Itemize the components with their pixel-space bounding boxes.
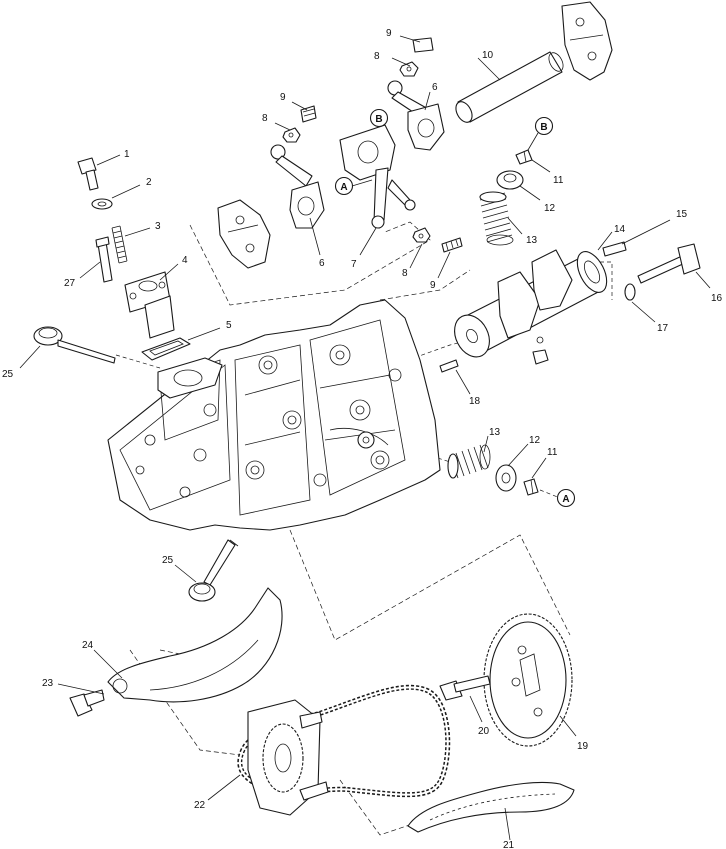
cam-sprocket — [483, 613, 573, 747]
tensioner-bolt-27 — [95, 236, 113, 283]
reference-marker-a-2: A — [556, 488, 576, 508]
valve-lower — [188, 539, 239, 602]
cam-cap-right — [561, 1, 613, 81]
rocker-arm-center — [339, 124, 416, 229]
adjuster-screw-9-top — [412, 37, 434, 53]
callout-9-left: 9 — [280, 92, 286, 103]
callout-15: 15 — [676, 209, 688, 220]
valve-spring-13-lower — [447, 444, 491, 479]
cylinder-head — [107, 299, 441, 531]
callout-12-lower: 12 — [529, 435, 541, 446]
callout-7: 7 — [351, 259, 357, 270]
callout-20: 20 — [478, 726, 490, 737]
chain-guide-24 — [107, 587, 283, 703]
chain-tensioner — [124, 271, 175, 339]
callout-19: 19 — [577, 741, 589, 752]
tensioner-spring-3 — [111, 225, 128, 264]
rocker-shaft — [455, 51, 564, 123]
guide-bolt-23 — [69, 689, 105, 717]
camshaft — [454, 249, 608, 358]
callout-labels: 1 2 3 4 5 6 6 7 8 8 8 9 9 9 10 11 11 12 … — [2, 28, 723, 849]
callout-14: 14 — [614, 224, 626, 235]
callout-22: 22 — [194, 800, 206, 811]
callout-2: 2 — [146, 177, 152, 188]
callout-9-top: 9 — [386, 28, 392, 39]
cam-cap-left — [217, 199, 271, 269]
callout-18: 18 — [469, 396, 481, 407]
callout-13-upper: 13 — [526, 235, 538, 246]
reference-marker-b-1: B — [369, 108, 389, 128]
callout-6-left: 6 — [319, 258, 325, 269]
callout-25-upper: 25 — [2, 369, 14, 380]
bolt-16 — [637, 243, 701, 284]
callout-13-lower: 13 — [489, 427, 501, 438]
lock-nut-8-left — [282, 127, 301, 143]
callout-8-left: 8 — [262, 113, 268, 124]
callout-3: 3 — [155, 221, 161, 232]
adjuster-screw-9-center — [441, 237, 463, 253]
callout-4: 4 — [182, 255, 188, 266]
sealing-washer-2 — [91, 198, 113, 210]
marker-letter: B — [375, 114, 382, 125]
spring-retainer-12-lower — [495, 464, 517, 492]
reference-marker-b-2: B — [527, 116, 554, 151]
valve-spring-13-upper — [479, 191, 514, 246]
dowel-pin-15 — [602, 241, 627, 257]
callout-11-lower: 11 — [547, 447, 558, 458]
callout-12-upper: 12 — [544, 203, 556, 214]
leader-lines — [19, 35, 711, 841]
marker-letter: B — [540, 122, 547, 133]
rocker-arm-upper — [387, 80, 445, 151]
marker-letter: A — [562, 494, 569, 505]
callout-10: 10 — [482, 50, 494, 61]
valve-upper — [33, 326, 116, 364]
callout-5: 5 — [226, 320, 232, 331]
gasket — [141, 337, 191, 361]
dowel-pin-18 — [439, 359, 459, 373]
crank-sprocket — [247, 699, 329, 816]
spring-retainer-12-upper — [496, 170, 524, 190]
lock-nut-8-center — [412, 227, 431, 243]
chain-guide-21 — [407, 781, 575, 833]
valve-keeper-11-upper — [515, 149, 533, 165]
cam-nut-under — [532, 349, 549, 365]
rocker-arm-left — [270, 144, 325, 229]
adjuster-screw-9-left — [300, 105, 317, 123]
callout-11-upper: 11 — [553, 175, 564, 186]
sprocket-bolt-20 — [439, 675, 491, 701]
callout-21: 21 — [503, 840, 515, 849]
tensioner-bolt-1 — [77, 157, 99, 191]
callout-24: 24 — [82, 640, 94, 651]
callout-9-center: 9 — [430, 280, 436, 291]
callout-8-top: 8 — [374, 51, 380, 62]
callout-1: 1 — [124, 149, 130, 160]
callout-8-center: 8 — [402, 268, 408, 279]
valve-keeper-11-lower — [523, 478, 539, 496]
marker-letter: A — [340, 182, 347, 193]
lock-nut-8-top — [399, 61, 419, 77]
callout-27: 27 — [64, 278, 76, 289]
intake-flange — [157, 357, 223, 399]
callout-16: 16 — [711, 293, 723, 304]
washer-17 — [624, 283, 636, 301]
callout-25-lower: 25 — [162, 555, 174, 566]
callout-6-upper: 6 — [432, 82, 438, 93]
reference-marker-a-1: A — [334, 176, 373, 196]
callout-23: 23 — [42, 678, 54, 689]
callout-17: 17 — [657, 323, 669, 334]
